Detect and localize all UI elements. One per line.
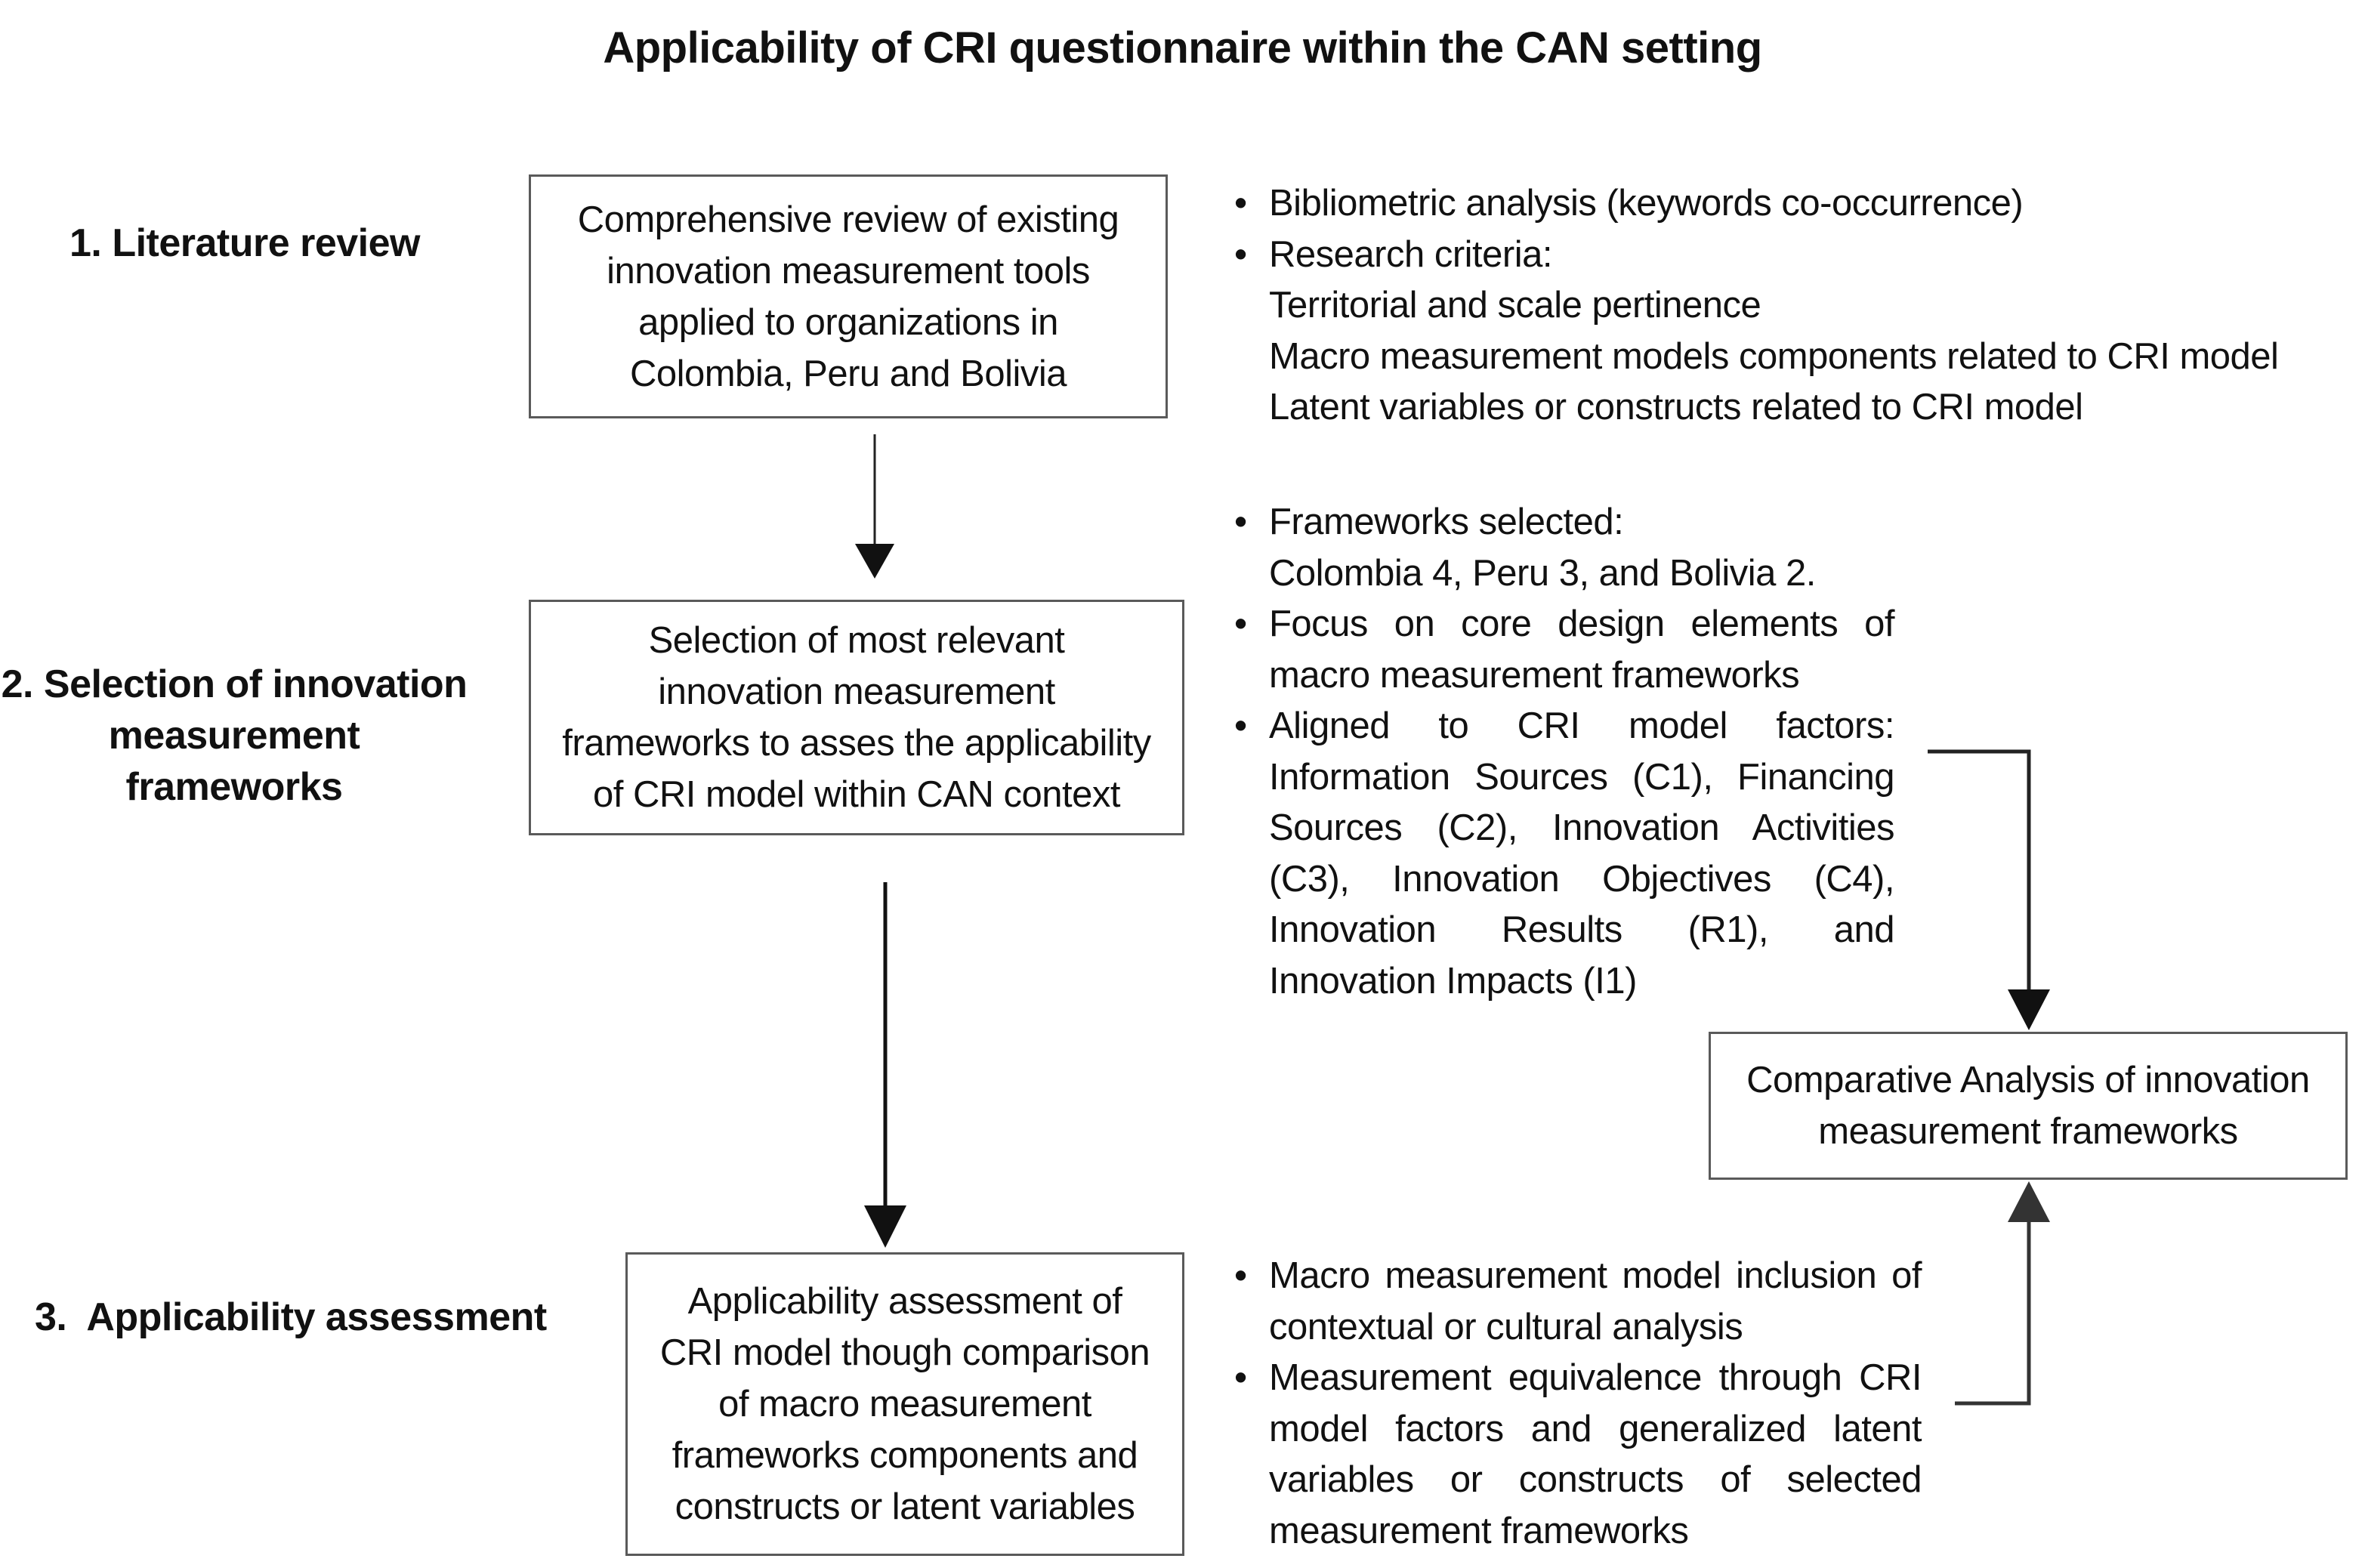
assessment-note-item: • Macro measurement model inclusion of c…	[1234, 1251, 1922, 1353]
selection-note-item: • Focus on core design elements of macro…	[1234, 599, 1895, 701]
arrow-selection-notes-to-comparative	[1928, 749, 2050, 1030]
selection-note-item: • Aligned to CRI model factors: Informat…	[1234, 701, 1895, 1007]
arrow-assessment-notes-to-comparative	[1955, 1181, 2050, 1406]
review-note-criteria-list: Territorial and scale pertinence Macro m…	[1269, 285, 2279, 427]
bullet-icon: •	[1234, 705, 1247, 746]
bullet-icon: •	[1234, 603, 1247, 644]
selection-notes: • Frameworks selected: Colombia 4, Peru …	[1234, 497, 1895, 1007]
review-note-bibliometric: Bibliometric analysis (keywords co-occur…	[1269, 183, 2024, 224]
bullet-icon: •	[1234, 233, 1247, 275]
step-assessment-label: 3. Applicability assessment	[35, 1295, 547, 1339]
selection-note-frameworks-counts: Colombia 4, Peru 3, and Bolivia 2.	[1269, 552, 1816, 594]
selection-note-focus: Focus on core design elements of macro m…	[1269, 603, 1895, 696]
assessment-notes: • Macro measurement model inclusion of c…	[1234, 1251, 1922, 1557]
review-notes: • Bibliometric analysis (keywords co-occ…	[1234, 178, 2352, 434]
step-literature-review-label: 1. Literature review	[69, 221, 421, 265]
assessment-note-item: • Measurement equivalence through CRI mo…	[1234, 1353, 1922, 1557]
review-note-item: • Research criteria: Territorial and sca…	[1234, 230, 2352, 434]
selection-box: Selection of most relevant innovation me…	[529, 600, 1184, 835]
review-note-criteria-heading: Research criteria:	[1269, 233, 1552, 275]
comparative-analysis-box-text: Comparative Analysis of innovation measu…	[1746, 1060, 2310, 1152]
bullet-icon: •	[1234, 502, 1247, 542]
selection-note-frameworks-heading: Frameworks selected:	[1269, 502, 1624, 542]
selection-note-item: • Frameworks selected: Colombia 4, Peru …	[1234, 497, 1894, 599]
arrow-selection-to-assessment	[864, 882, 906, 1248]
review-note-item: • Bibliometric analysis (keywords co-occ…	[1234, 178, 2352, 230]
selection-box-text: Selection of most relevant innovation me…	[562, 620, 1151, 815]
diagram-title: Applicability of CRI questionnaire withi…	[603, 23, 1762, 73]
assessment-box-text: Applicability assessment of CRI model th…	[659, 1281, 1150, 1527]
assessment-note-contextual: Macro measurement model inclusion of con…	[1269, 1255, 1922, 1347]
bullet-icon: •	[1234, 1255, 1247, 1296]
review-box-text: Comprehensive review of existing innovat…	[577, 199, 1119, 394]
comparative-analysis-box: Comparative Analysis of innovation measu…	[1709, 1032, 2348, 1180]
selection-note-cri-factors: Aligned to CRI model factors: Informatio…	[1269, 705, 1895, 1002]
assessment-box: Applicability assessment of CRI model th…	[625, 1252, 1184, 1556]
step-selection-label: 2. Selection of innovation measurement f…	[1, 662, 468, 809]
assessment-note-equivalence: Measurement equivalence through CRI mode…	[1269, 1357, 1922, 1551]
arrow-review-to-selection	[855, 434, 894, 579]
bullet-icon: •	[1234, 183, 1247, 224]
review-box: Comprehensive review of existing innovat…	[529, 174, 1168, 418]
bullet-icon: •	[1234, 1357, 1247, 1398]
